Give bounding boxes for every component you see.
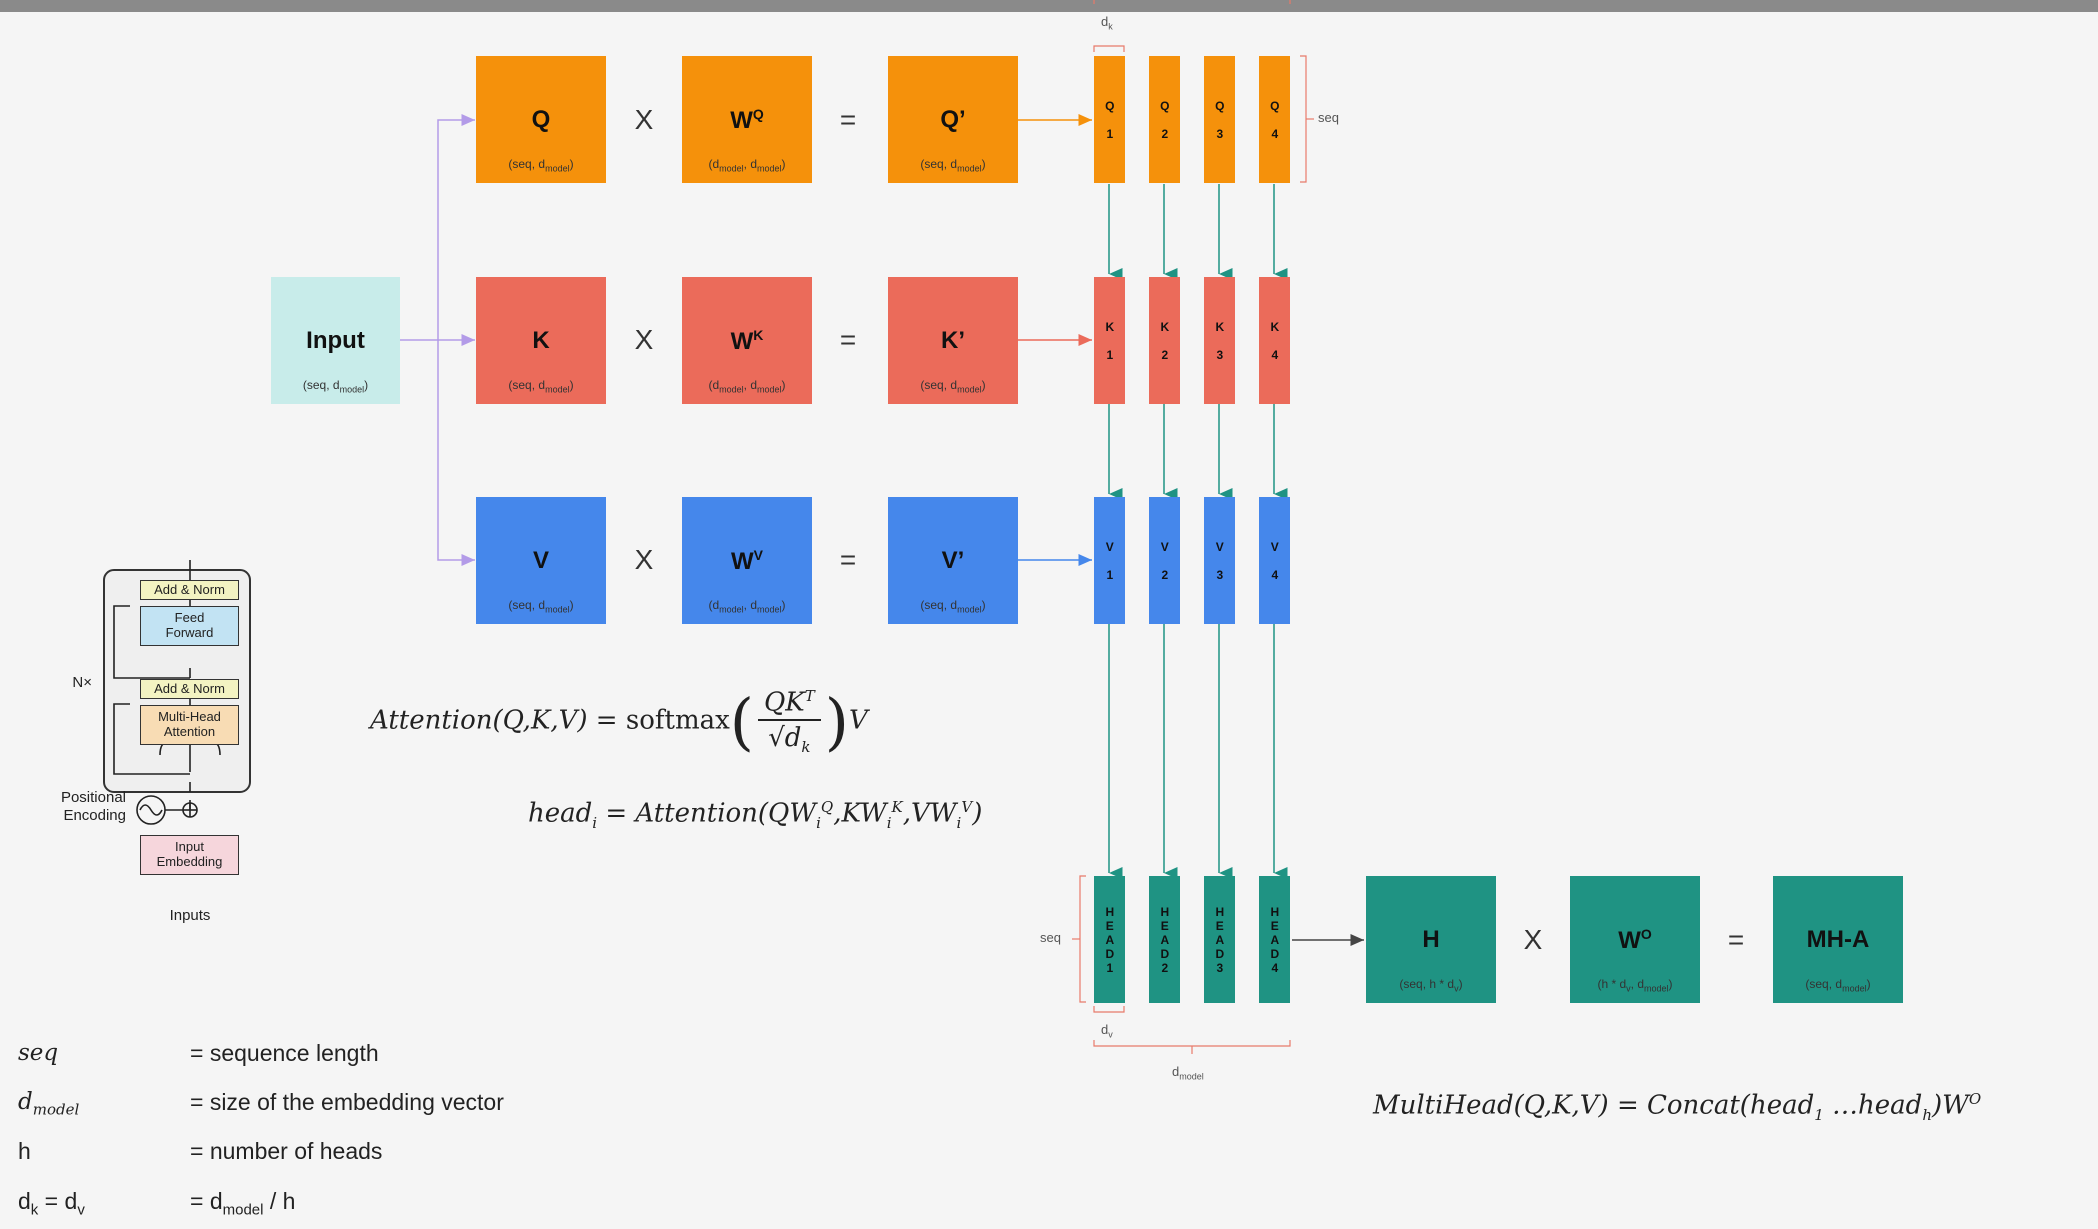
wq-box: WQ (dmodel, dmodel) [682, 56, 812, 183]
k-slice-3: K 3 [1204, 277, 1235, 404]
k-prime-box: K’ (seq, dmodel) [888, 277, 1018, 404]
times-op-k: X [634, 324, 654, 355]
k-slice-1: K 1 [1094, 277, 1125, 404]
v-slice-4: V 4 [1259, 497, 1290, 624]
equals-op-q: = [839, 104, 857, 135]
input-dims: (seq, dmodel) [302, 377, 369, 394]
head-3: HEAD3 [1204, 876, 1235, 1003]
equals-op-v: = [839, 544, 857, 575]
head-4: HEAD4 [1259, 876, 1290, 1003]
seq-label-left: seq [1040, 930, 1061, 945]
h-box: H (seq, h * dv) [1366, 876, 1496, 1003]
head-2: HEAD2 [1149, 876, 1180, 1003]
positional-encoding-label: Positional Encoding [60, 789, 126, 824]
add-norm-top: Add & Norm [140, 580, 239, 600]
multihead-formula: MultiHead(Q,K,V) = Concat(head1 …headh)W… [1373, 1090, 1982, 1124]
times-op-bottom: X [1523, 924, 1543, 955]
top-bar [0, 0, 2098, 12]
wv-box: WV (dmodel, dmodel) [682, 497, 812, 624]
dv-label: dv [1101, 1022, 1113, 1040]
wo-box: WO (h * dv, dmodel) [1570, 876, 1700, 1003]
feed-forward: Feed Forward [140, 606, 239, 646]
head-1: HEAD1 [1094, 876, 1125, 1003]
q-slice-3: Q 3 [1204, 56, 1235, 183]
v-prime-box: V’ (seq, dmodel) [888, 497, 1018, 624]
mha-box: MH-A (seq, dmodel) [1773, 876, 1903, 1003]
input-label: Input [306, 326, 365, 354]
times-op-v: X [634, 544, 654, 575]
nx-label: N× [72, 674, 92, 691]
q-slice-4: Q 4 [1259, 56, 1290, 183]
seq-label-right: seq [1318, 110, 1339, 125]
multi-head-attention: Multi-Head Attention [140, 705, 239, 745]
input-embedding: Input Embedding [140, 835, 239, 875]
q-slice-2: Q 2 [1149, 56, 1180, 183]
v-box: V (seq, dmodel) [476, 497, 606, 624]
attention-formula: Attention(Q,K,V) = softmax(QKT√dk)V [370, 685, 868, 758]
v-slice-3: V 3 [1204, 497, 1235, 624]
q-box: Q (seq, dmodel) [476, 56, 606, 183]
dmodel-label: dmodel [1172, 1064, 1204, 1082]
head-formula: headi = Attention(QWiQ,KWiK,VWiV) [528, 798, 983, 832]
equals-op-k: = [839, 324, 857, 355]
wk-box: WK (dmodel, dmodel) [682, 277, 812, 404]
k-slice-2: K 2 [1149, 277, 1180, 404]
input-box: Input (seq, dmodel) [271, 277, 400, 404]
times-op-q: X [634, 104, 654, 135]
q-slice-1: Q 1 [1094, 56, 1125, 183]
dk-label: dk [1101, 14, 1113, 32]
k-slice-4: K 4 [1259, 277, 1290, 404]
equals-op-bottom: = [1727, 924, 1745, 955]
v-slice-1: V 1 [1094, 497, 1125, 624]
k-box: K (seq, dmodel) [476, 277, 606, 404]
q-prime-box: Q’ (seq, dmodel) [888, 56, 1018, 183]
v-slice-2: V 2 [1149, 497, 1180, 624]
inputs-label: Inputs [169, 907, 211, 924]
add-norm-bottom: Add & Norm [140, 679, 239, 699]
